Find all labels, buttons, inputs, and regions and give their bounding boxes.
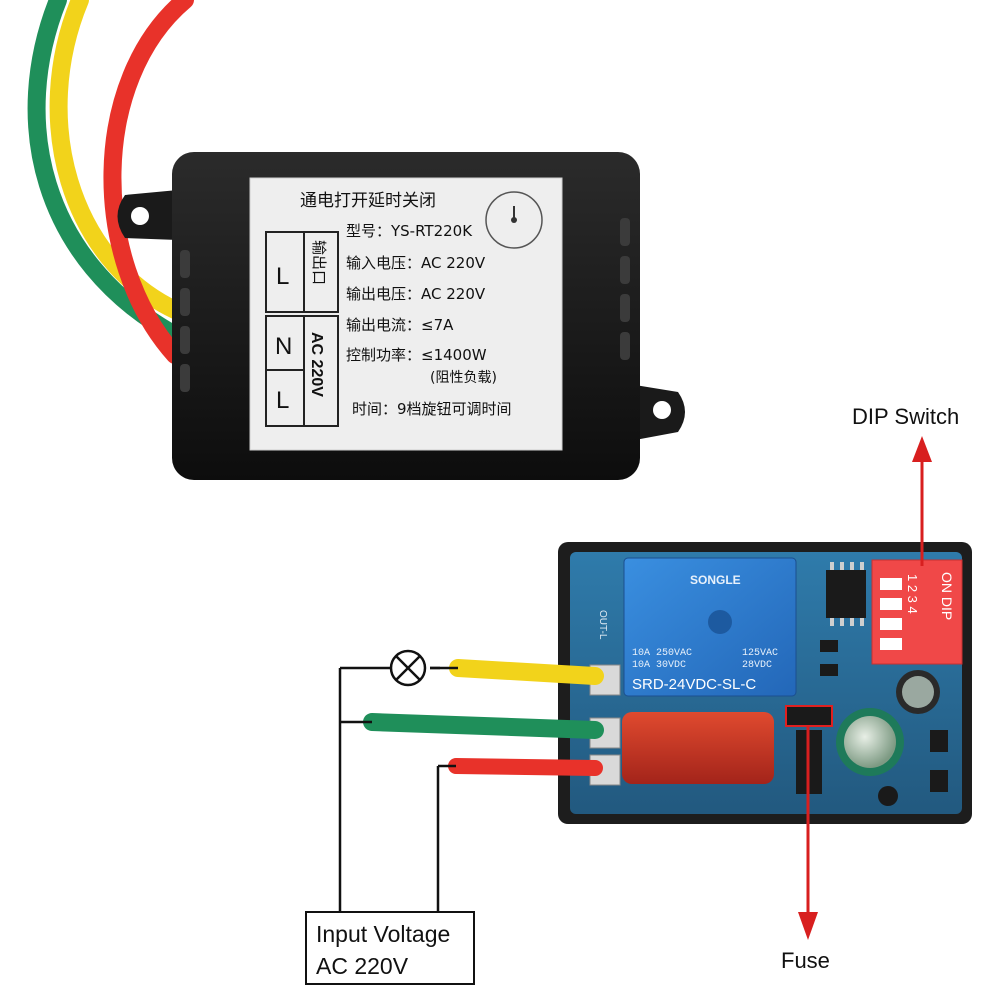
dip-switch-caption: DIP Switch [852,404,959,429]
input-voltage-line2: AC 220V [316,953,409,979]
fuse-caption: Fuse [781,948,830,973]
dip-switch[interactable] [871,559,963,665]
sticker-time: 时间：9档旋钮可调时间 [352,400,512,418]
relay-spec-right2: 28VDC [742,660,772,671]
sticker-output-current: 输出电流：≤7A [346,316,454,334]
wire-green-top [27,0,184,344]
relay-module-case [117,152,685,480]
sticker-load-note: (阻性负载) [430,370,497,386]
input-voltage-line1: Input Voltage [316,921,450,947]
relay-spec-left: 10A 250VAC [632,648,692,659]
ic-chip [826,562,866,626]
film-capacitor [622,712,774,784]
lamp-icon [389,649,427,687]
sticker-input-voltage: 输入电压：AC 220V [346,254,486,272]
schematic-lines [338,666,458,912]
terminal-N: N [275,333,292,360]
down-arrow-icon [798,726,818,940]
input-voltage-box [305,911,475,985]
relay-model: SRD-24VDC-SL-C [632,676,756,693]
sticker-control-power: 控制功率：≤1400W [346,346,487,364]
wires-bottom [363,659,604,776]
terminal-top-label: 输出口 [310,240,328,285]
timer-dial-icon [485,191,543,249]
relay-spec-left2: 10A 30VDC [632,660,686,671]
relay-spec-right: 125VAC [742,648,778,659]
sticker-output-voltage: 输出电压：AC 220V [346,285,486,303]
sticker-model: 型号：YS-RT220K [346,222,473,240]
electrolytic-capacitors [836,670,940,776]
relay-brand: SONGLE [690,573,741,587]
label-sticker [249,177,563,451]
sticker-title: 通电打开延时关闭 [300,191,436,211]
relay [623,557,797,697]
terminal-L: L [276,387,289,414]
dip-on-label: ON DIP [939,572,955,620]
dip-numbers: 1 2 3 4 [905,574,920,614]
terminal-side-label: AC 220V [308,332,325,397]
wires-top [27,0,194,364]
terminal-top-L: L [276,263,289,290]
out-label: OUT-L [597,610,608,640]
up-arrow-icon [912,436,932,566]
wire-red-top [103,0,194,364]
